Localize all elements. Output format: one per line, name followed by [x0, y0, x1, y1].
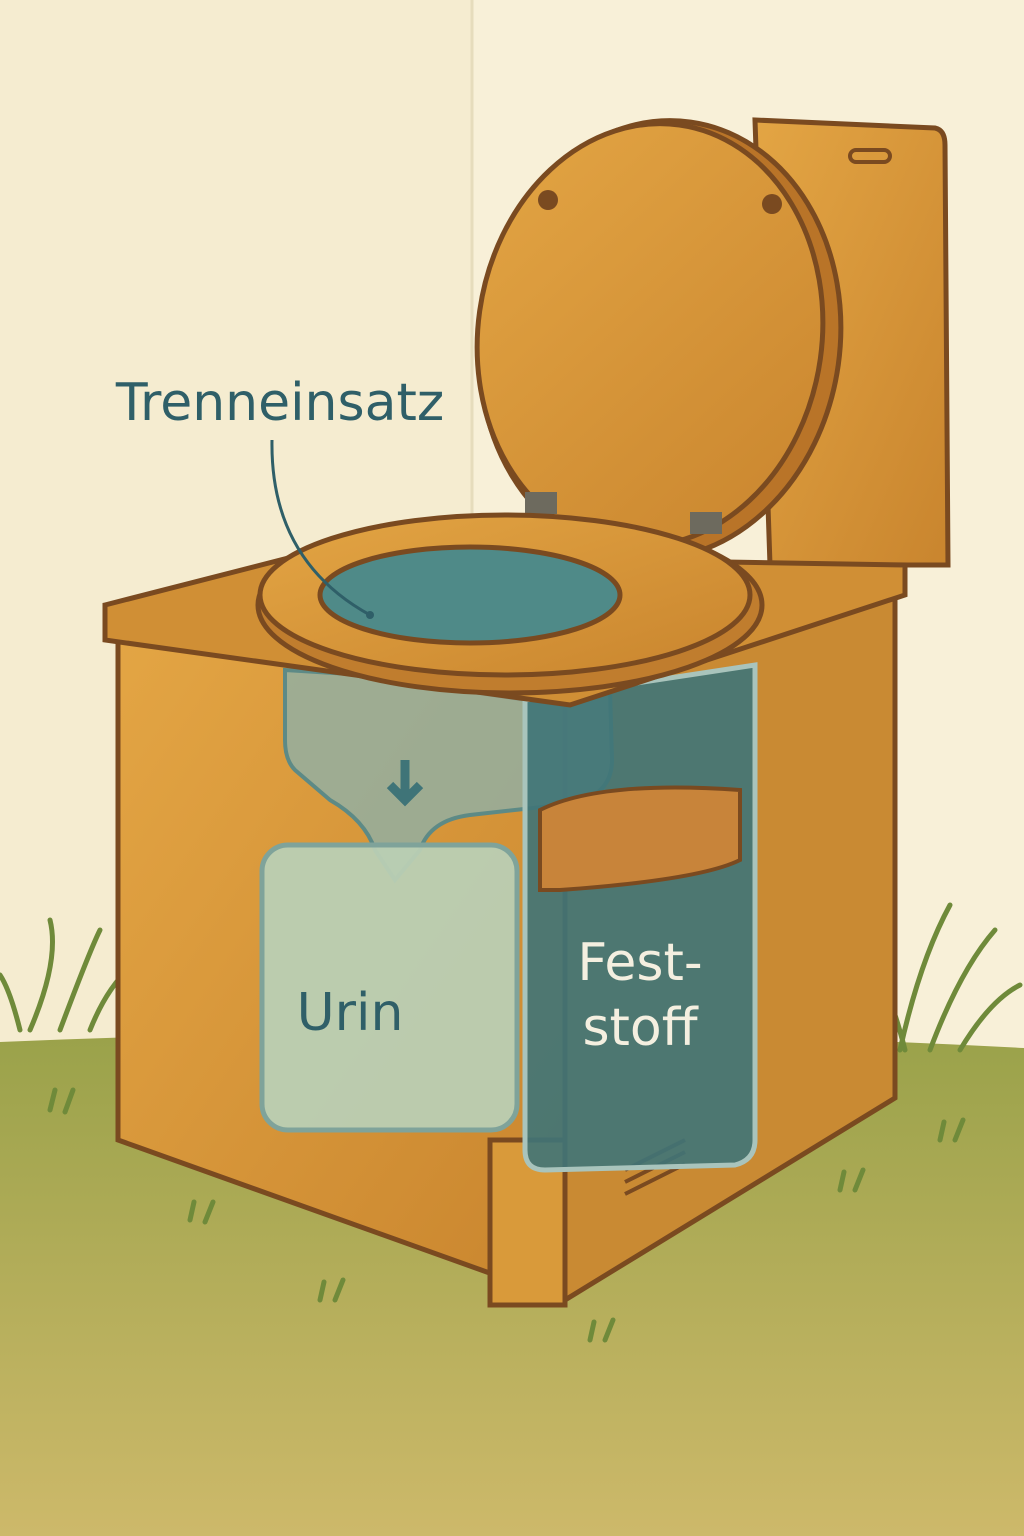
hinge-left [525, 492, 557, 514]
separator-label: Trenneinsatz [115, 373, 444, 433]
solids-label-line1: Fest- [577, 933, 702, 993]
backrest-handle[interactable] [848, 148, 892, 164]
compost-material [538, 785, 742, 892]
hinge-right [690, 512, 722, 534]
grass-tufts [0, 902, 1023, 1343]
solids-container [522, 662, 758, 1173]
seat-opening [317, 544, 623, 646]
urine-tank [259, 842, 520, 1133]
urine-label: Urin [297, 983, 404, 1043]
pointer-dot [366, 611, 374, 619]
flow-arrow-icon [386, 760, 424, 807]
separator-pointer-line [270, 439, 371, 617]
lid-bumper-right [762, 194, 782, 214]
solids-label-line2: stoff [582, 998, 698, 1058]
lid-bumper-left [538, 190, 558, 210]
